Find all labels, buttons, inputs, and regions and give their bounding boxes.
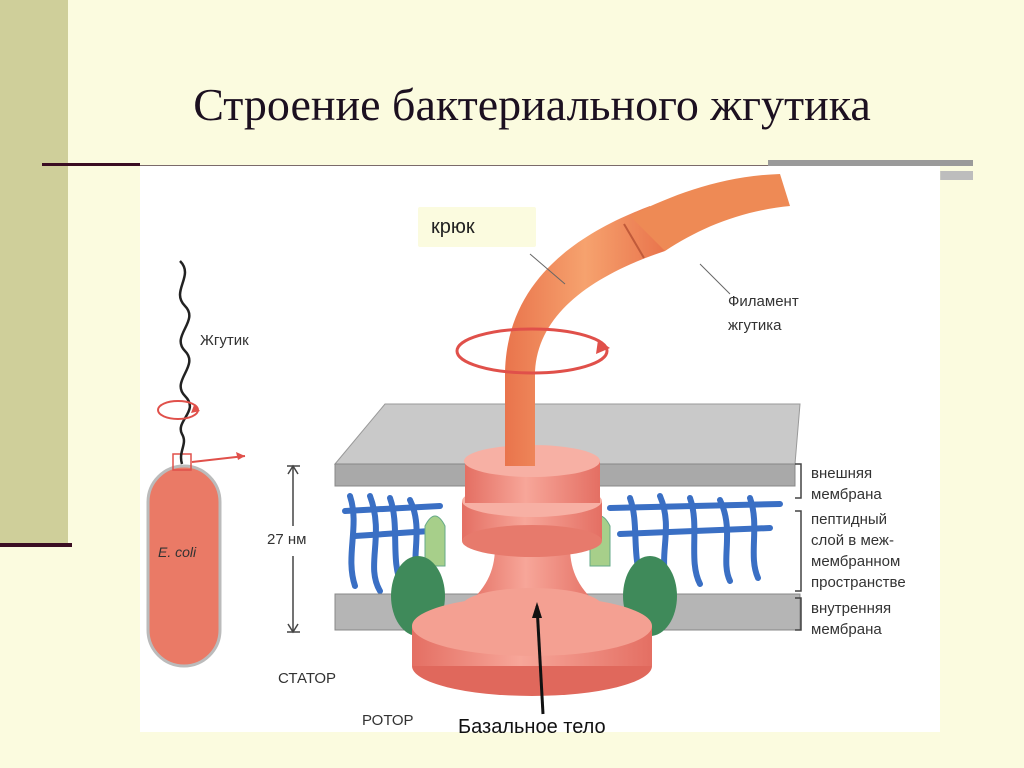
outer-membrane-label-2: мембрана — [811, 486, 882, 503]
hook-filament — [505, 174, 790, 466]
basal-body-label: Базальное тело — [458, 716, 606, 738]
title-rule-left — [42, 163, 140, 166]
outer-membrane-label-1: внешняя — [811, 465, 873, 482]
hook-label: крюк — [431, 216, 475, 238]
flagellum-diagram: крюк Филамент жгутика Жгутик E. coli 27 … — [140, 166, 940, 737]
inner-membrane-label-2: мембрана — [811, 621, 882, 638]
peptide-label-2: слой в меж- — [811, 532, 894, 549]
hook-label-box — [418, 207, 536, 247]
title-rule-thin — [140, 165, 768, 166]
stator-units — [391, 515, 677, 636]
basal-pointer — [535, 605, 545, 715]
ecoli-label: E. coli — [158, 544, 197, 560]
slide-title: Строение бактериального жгутика — [193, 79, 871, 130]
leader-lines — [529, 253, 731, 295]
membrane-brackets — [795, 463, 802, 631]
peptide-label-1: пептидный — [811, 511, 888, 528]
peptidoglycan-layer — [342, 493, 783, 594]
rotor-label: РОТОР — [362, 712, 414, 729]
rotation-arrow — [455, 327, 610, 375]
scale-bar — [287, 464, 300, 634]
ecoli-cell — [146, 452, 246, 668]
stator-label: СТАТОР — [278, 670, 336, 687]
flagellum-label: Жгутик — [200, 332, 249, 349]
small-rotation-arrow — [157, 400, 199, 420]
peptide-label-3: мембранном — [811, 553, 901, 570]
flagellum-illustration — [146, 174, 802, 715]
flagellum-wave — [178, 260, 192, 465]
scale-label: 27 нм — [267, 531, 307, 548]
peptide-label-4: пространстве — [811, 574, 906, 591]
sidebar-accent-line — [0, 543, 72, 547]
filament-label-2: жгутика — [728, 317, 782, 334]
filament-label-1: Филамент — [728, 293, 799, 310]
sidebar-accent-strip — [0, 0, 68, 547]
inner-membrane-label-1: внутренняя — [811, 600, 892, 617]
